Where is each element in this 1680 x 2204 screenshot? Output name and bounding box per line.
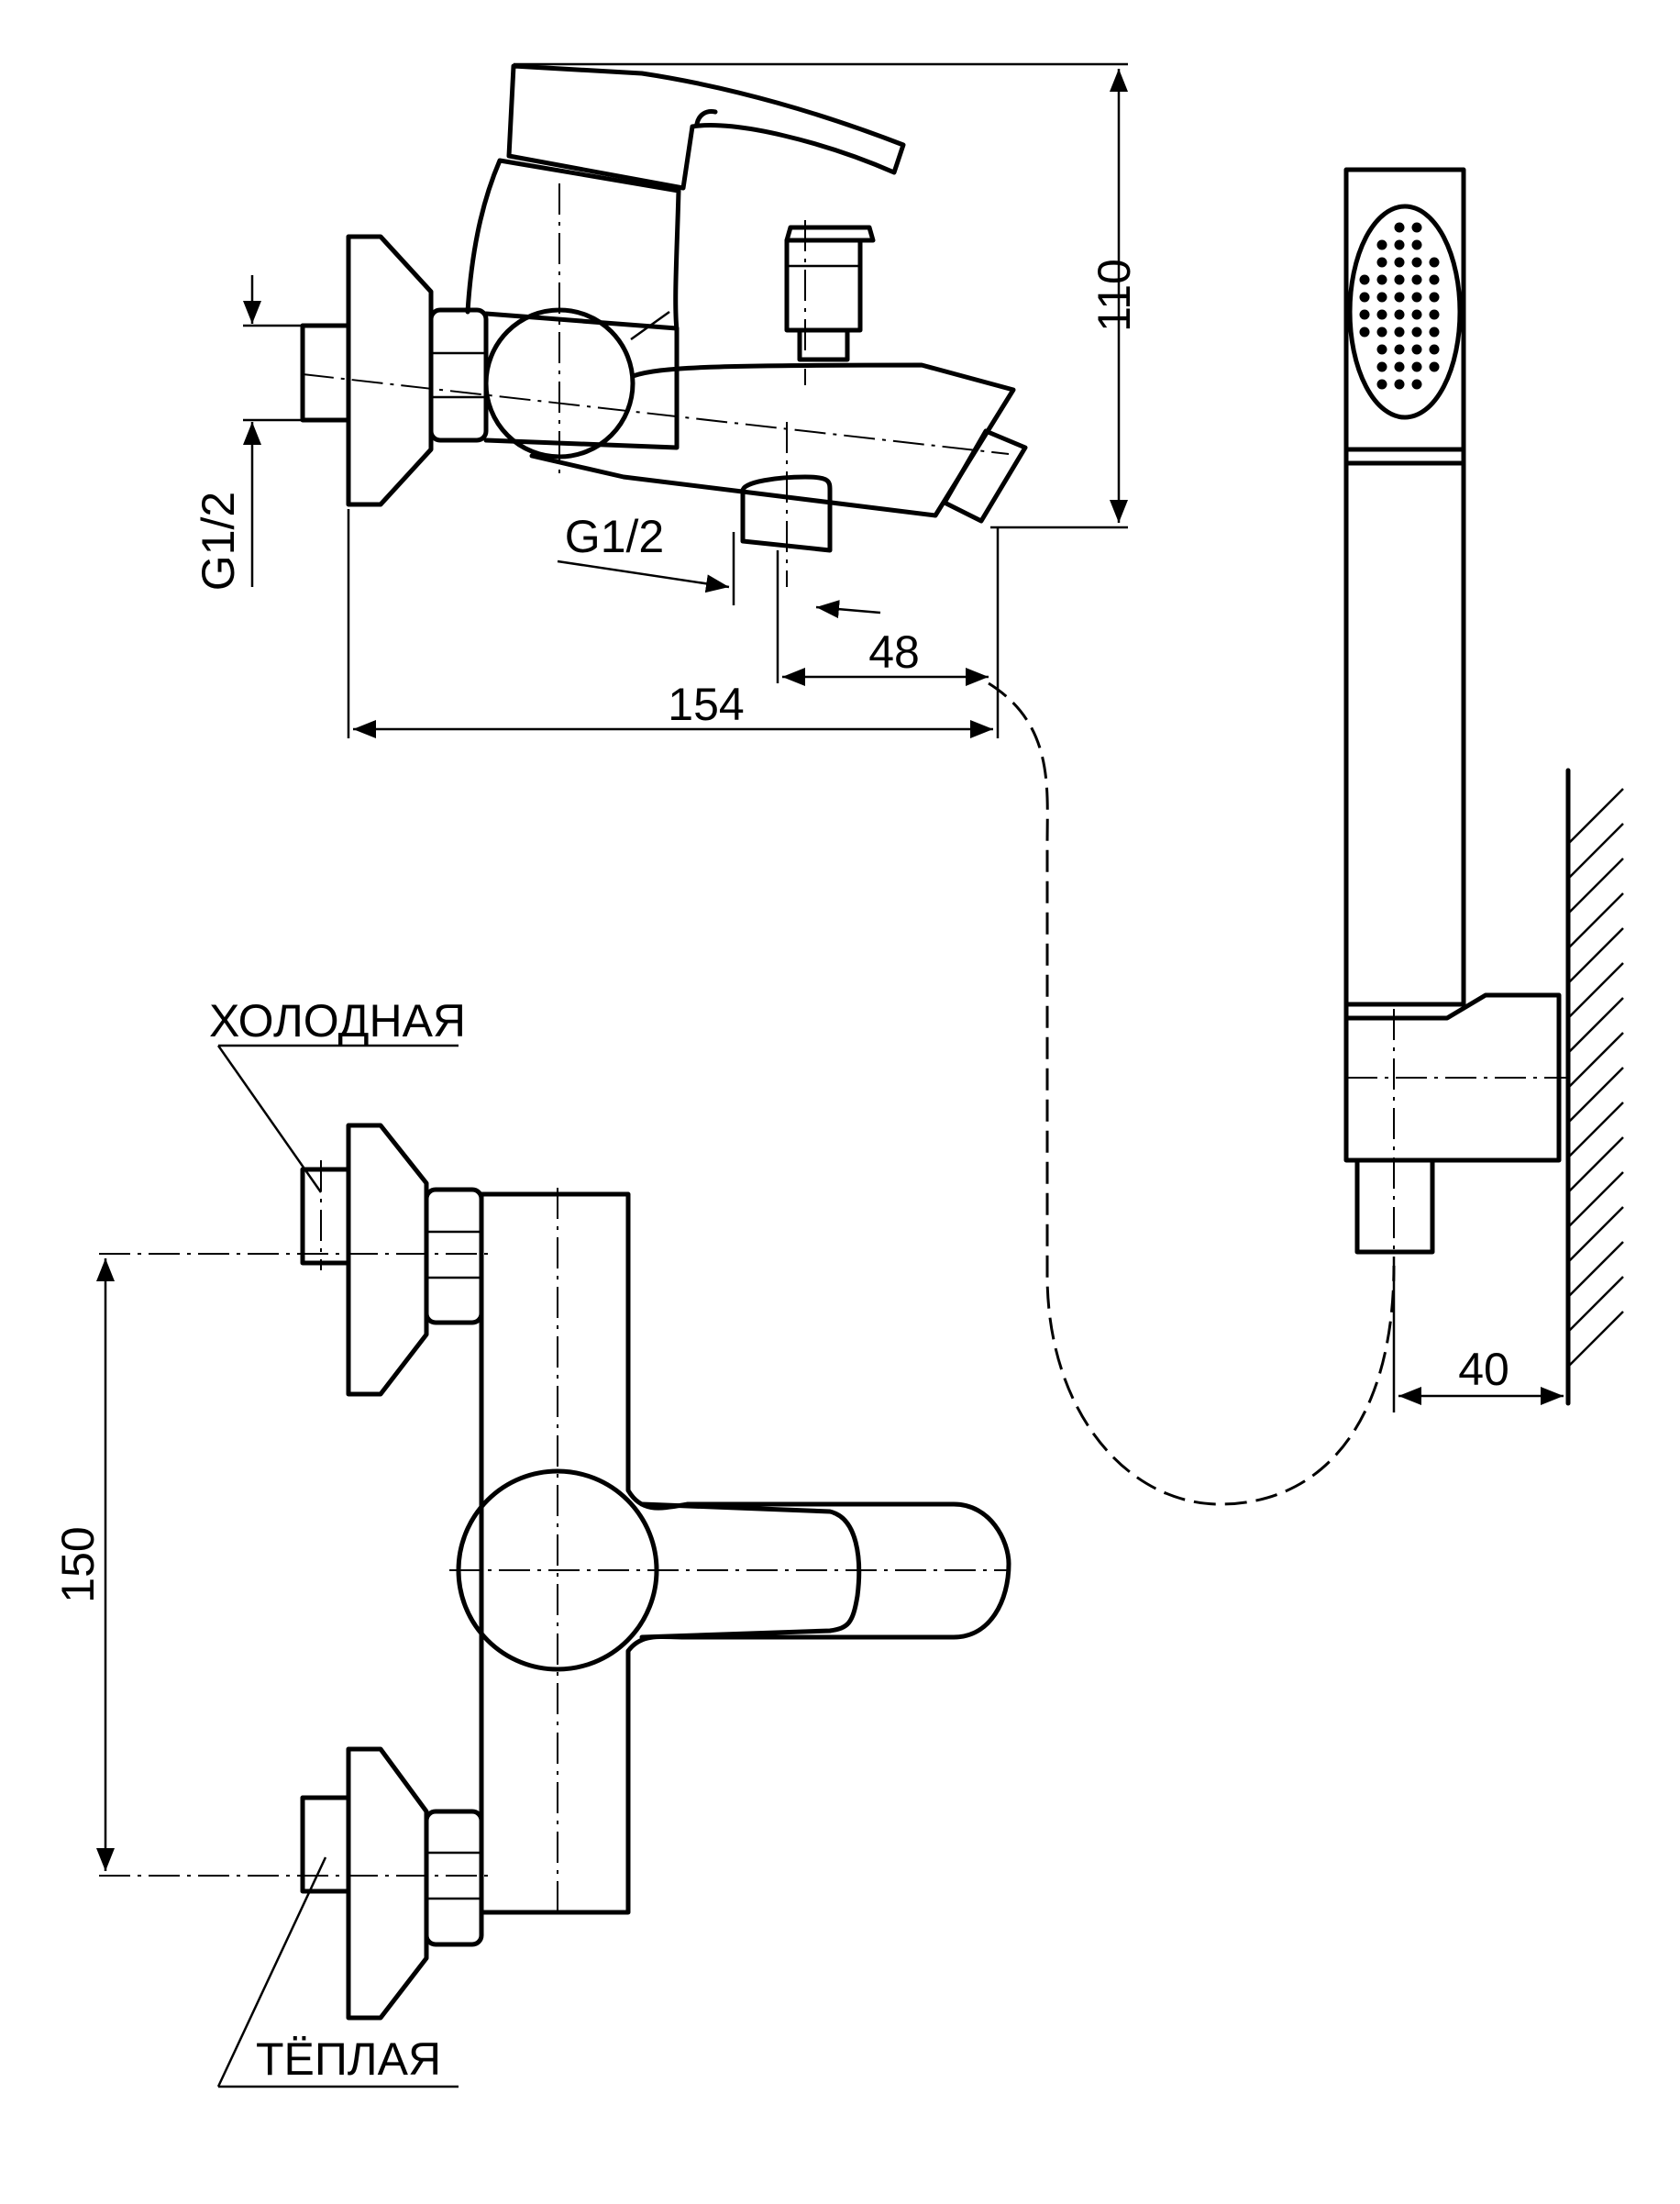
front-view-dimensions: 150 ХОЛОДНАЯ ТЁПЛАЯ [52,995,466,2088]
nozzle-dot [1359,309,1370,320]
mixer-side-view [300,63,1028,587]
hatch-line [1567,1102,1624,1158]
lever-front [639,1501,862,1640]
shower-outlet [740,474,833,553]
inlet-top [300,1167,351,1266]
nozzle-dot [1376,361,1387,372]
nozzle-dot [1411,239,1422,250]
thread-left-label: G1/2 [193,492,244,591]
nozzle-dot [1376,257,1387,268]
nozzle-dot [1376,274,1387,285]
nozzle-dot [1429,292,1440,303]
nozzle-dot [1376,309,1387,320]
shower-handle [1343,167,1466,1007]
nozzle-dot [1394,274,1405,285]
nozzle-dot [1376,344,1387,355]
lever-handle-side [506,63,906,191]
shower-holder: 40 [1343,768,1624,1412]
flange-bottom [346,1746,429,2021]
cartridge-housing [465,158,681,333]
dim-150-label: 150 [52,1526,104,1602]
hatch-line [1567,1311,1624,1368]
nozzle-dot [1394,257,1405,268]
cold-leader [216,1045,323,1193]
nozzle-dot [1394,292,1405,303]
hatch-line [1567,1136,1624,1193]
hatch-line [1567,1276,1624,1333]
nozzle-dot [1429,327,1440,338]
nozzle-dot [1394,361,1405,372]
nozzle-dot [1411,327,1422,338]
nozzle-dot [1411,309,1422,320]
shower-head-face [1347,204,1463,420]
hand-shower [1343,167,1466,1007]
cold-label: ХОЛОДНАЯ [209,995,466,1047]
warm-leader [216,1856,327,2088]
nozzle-dot [1376,379,1387,390]
nut-top [424,1187,484,1325]
nozzle-dot [1376,239,1387,250]
dim-40-label: 40 [1458,1344,1509,1395]
dim-110-label: 110 [1089,259,1140,332]
side-view-dimensions: 110 154 48 G1/2 G1/2 [193,62,1140,738]
hatch-line [1567,892,1624,949]
nozzle-dot [1411,222,1422,233]
thread-bottom-label: G1/2 [565,511,664,562]
hatch-line [1567,927,1624,984]
nozzle-dot [1411,361,1422,372]
hatch-line [1567,997,1624,1054]
hex-nut [428,307,489,443]
nozzle-dot [1411,379,1422,390]
shower-hose [988,681,1396,1506]
wall-hatching [1567,788,1624,1368]
nozzle-dot [1429,361,1440,372]
hatch-line [1567,962,1624,1019]
hatch-line [1567,1171,1624,1228]
wall-flange-side [346,234,434,507]
nozzle-dot [1411,292,1422,303]
body-side [483,311,680,450]
spout-aerator [942,428,1028,524]
nut-bottom [424,1809,484,1947]
mixer-front-view [99,1123,1011,2021]
dim-48-label: 48 [868,626,920,678]
diverter-knob [784,238,863,333]
diverter-stem [797,327,850,362]
nozzle-dot [1411,274,1422,285]
nozzle-dot [1394,379,1405,390]
spout-side [529,362,1016,518]
nozzle-dot [1394,327,1405,338]
nozzle-dot [1394,309,1405,320]
dim-154-label: 154 [668,679,744,730]
inlet-fitting [300,323,351,423]
nozzle-dot [1411,257,1422,268]
nozzle-dot [1394,222,1405,233]
hatch-line [1567,1206,1624,1263]
nozzle-dot [1359,274,1370,285]
mixer-body-front [479,1191,1011,1915]
flange-top [346,1123,429,1397]
nozzle-dot [1429,257,1440,268]
nozzle-dot [1411,344,1422,355]
holder-bracket [1343,992,1562,1163]
hatch-line [1567,1241,1624,1298]
hatch-line [1567,1032,1624,1089]
hatch-line [1567,788,1624,845]
hatch-line [1567,823,1624,880]
nozzle-dot [1359,327,1370,338]
nozzle-dot [1376,327,1387,338]
hatch-line [1567,1067,1624,1124]
nozzle-dot [1429,344,1440,355]
nozzle-dot [1394,344,1405,355]
nozzle-dot [1429,274,1440,285]
hatch-line [1567,858,1624,914]
nozzle-dot [1376,292,1387,303]
nozzle-dot [1394,239,1405,250]
nozzle-dot [1429,309,1440,320]
nozzle-dot [1359,292,1370,303]
inlet-bottom [300,1795,351,1894]
shower-nozzles [1359,222,1440,390]
warm-label: ТЁПЛАЯ [256,2033,441,2085]
